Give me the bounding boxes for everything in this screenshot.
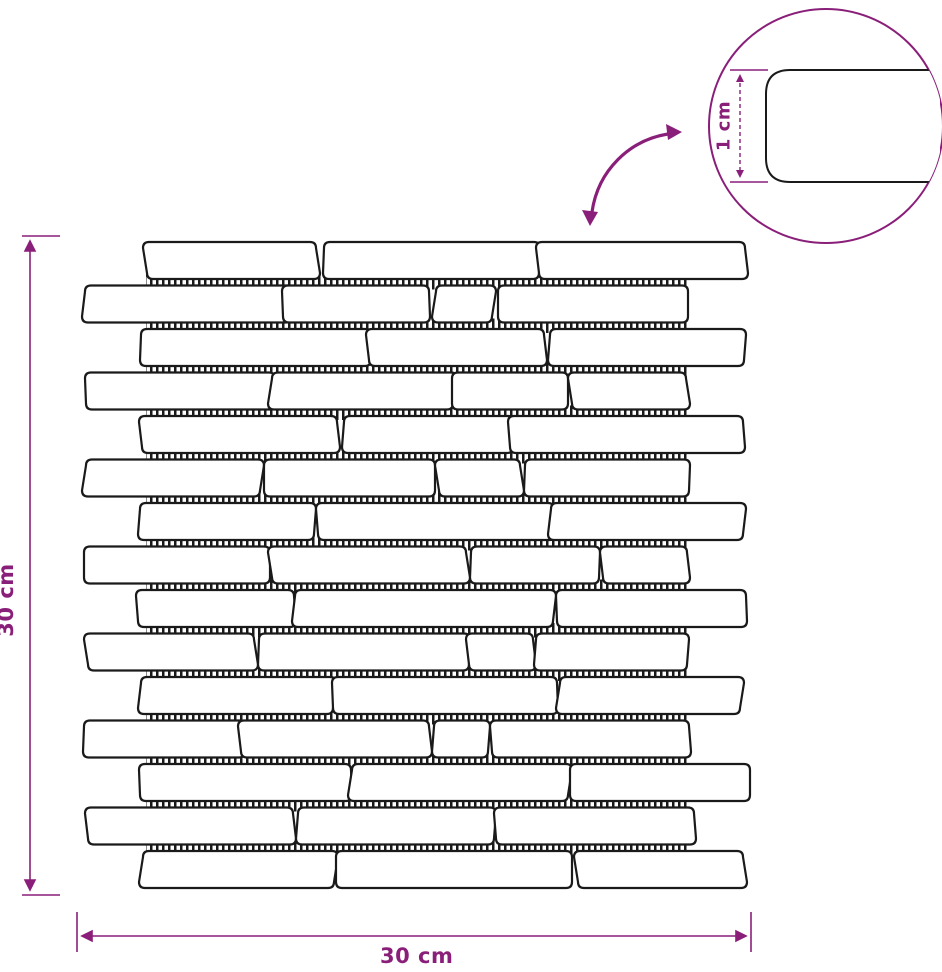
width-label: 30 cm (380, 944, 454, 968)
stone-strip (534, 240, 750, 281)
stone-strip (496, 284, 690, 324)
stone-strip (464, 632, 538, 672)
stone-strip (568, 762, 752, 803)
stone-strip (82, 545, 272, 585)
stone-strip (450, 371, 570, 411)
width-dimension (76, 912, 752, 952)
height-dimension (22, 235, 60, 896)
stone-strip (80, 458, 266, 498)
curved-arrow-icon (582, 124, 682, 226)
stone-strip (554, 675, 746, 716)
stone-strip (141, 240, 322, 281)
height-label: 30 cm (0, 563, 18, 637)
stone-strip (546, 327, 748, 368)
stone-strip (80, 284, 297, 324)
stone-strip (340, 414, 517, 455)
stone-strip (256, 632, 472, 672)
stone-strip (294, 806, 498, 846)
stone-strip (330, 675, 560, 716)
stone-strip (488, 719, 693, 759)
stone-strip (138, 327, 374, 368)
stone-strip (546, 501, 748, 542)
stone-strip (532, 632, 691, 672)
stone-strip (83, 371, 278, 411)
stone-strip (492, 806, 698, 846)
stone-strip (346, 762, 574, 803)
stone-strip (236, 719, 434, 759)
thickness-label: 1 cm (713, 100, 735, 152)
stone-strip (136, 675, 338, 716)
stone-strip (134, 588, 298, 629)
stone-strip (334, 849, 574, 890)
stone-strip (82, 632, 260, 672)
stone-strip (83, 806, 298, 846)
stone-strip (468, 545, 602, 585)
stone-strip (81, 719, 248, 759)
stone-strip (137, 414, 342, 455)
stone-strip (136, 501, 318, 542)
stone-strips (80, 240, 752, 890)
detail-zoom-circle (708, 8, 942, 244)
stone-strip (506, 414, 747, 455)
stone-strip (433, 458, 526, 498)
stone-strip (290, 588, 558, 629)
stone-strip (280, 284, 432, 324)
stone-strip (266, 371, 459, 411)
stone-strip (572, 849, 749, 890)
stone-strip (430, 719, 492, 759)
stone-strip (314, 501, 558, 542)
stone-strip (137, 762, 354, 803)
stone-strip (598, 545, 692, 585)
stone-strip (566, 371, 692, 411)
stone-strip (321, 240, 542, 281)
stone-strip (137, 849, 340, 890)
stone-strip (266, 545, 472, 585)
stone-strip (554, 588, 749, 629)
stone-strip (262, 458, 437, 498)
stone-strip (522, 458, 692, 498)
stone-strip (430, 284, 498, 324)
stone-strip (364, 327, 549, 368)
